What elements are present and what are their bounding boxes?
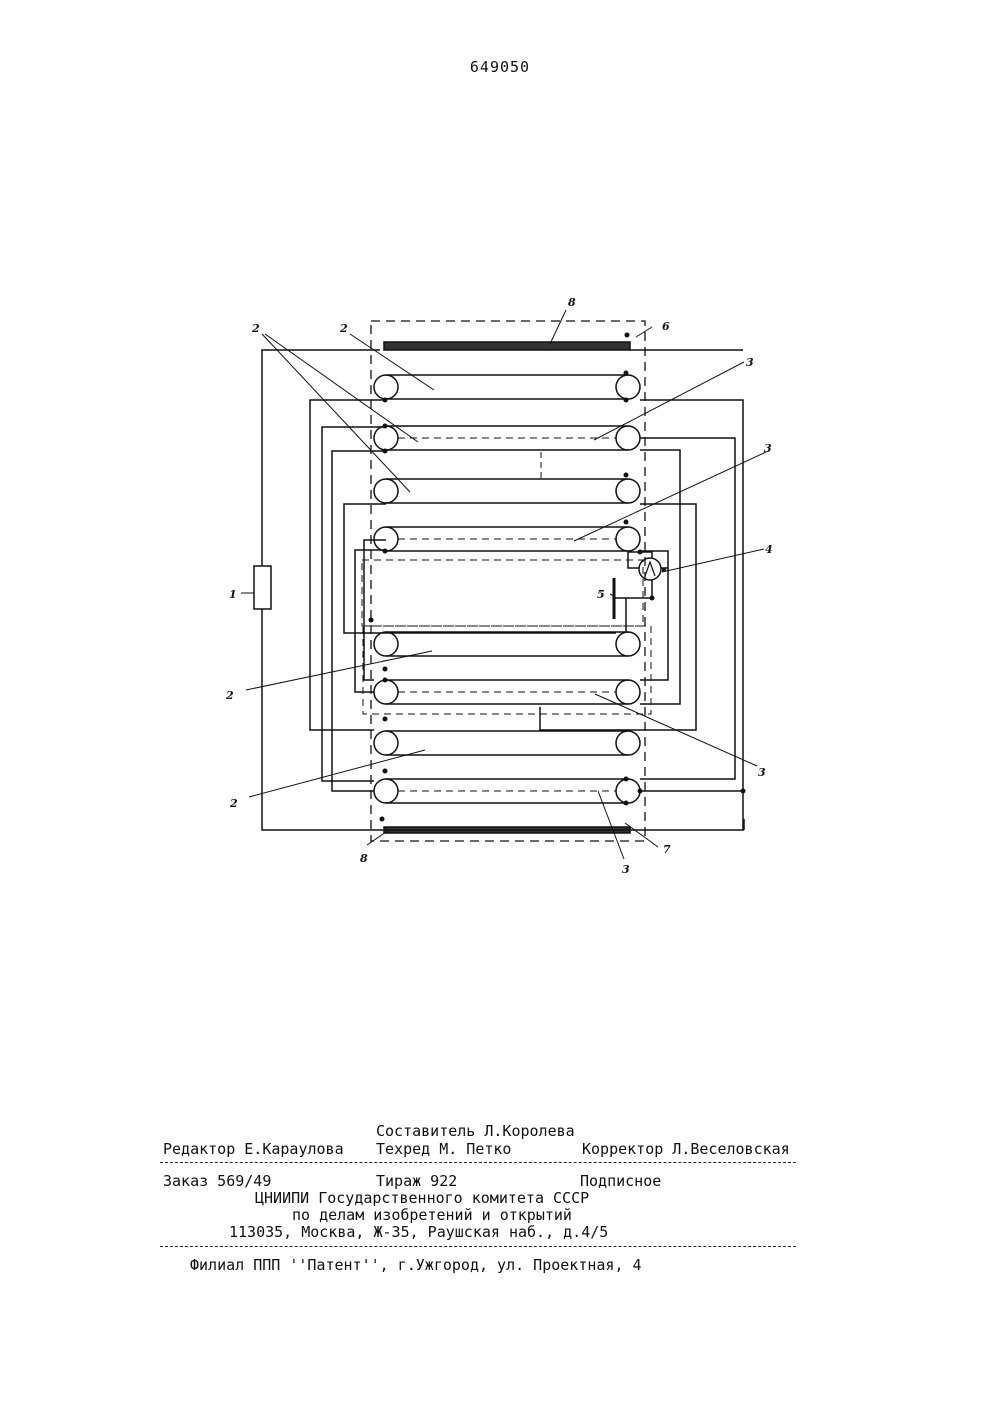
editor-line: Редактор Е.Караулова [163, 1140, 344, 1158]
wire-frame-1 [310, 400, 743, 830]
label-2d: 2 [229, 797, 238, 810]
label-8-top: 8 [568, 296, 576, 309]
label-3a: 3 [746, 356, 754, 369]
corrector-line: Корректор Л.Веселовская [582, 1140, 790, 1158]
branch-line: Филиал ППП ''Патент'', г.Ужгород, ул. Пр… [190, 1256, 642, 1274]
wire-frame-3 [332, 450, 680, 791]
wire-outer-loop [262, 350, 744, 830]
label-8-bottom: 8 [360, 852, 368, 865]
compiler-line: Составитель Л.Королева [376, 1122, 575, 1140]
circulation-line: Тираж 922 [376, 1172, 457, 1190]
org-line-2: по делам изобретений и открытий [292, 1206, 572, 1224]
wire-frame-6 [364, 540, 386, 680]
label-3d: 3 [622, 863, 630, 876]
label-1: 1 [229, 588, 237, 601]
label-5: 5 [597, 588, 605, 601]
techred-line: Техред М. Петко [376, 1140, 511, 1158]
circuit-diagram: 2 2 8 6 3 3 4 5 1 2 3 2 7 8 3 [0, 0, 1000, 900]
label-3b: 3 [764, 442, 772, 455]
label-6: 6 [662, 320, 670, 333]
order-line: Заказ 569/49 [163, 1172, 271, 1190]
wire-frame-5 [355, 550, 668, 692]
element-1 [254, 566, 271, 609]
org-line-1: ЦНИИПИ Государственного комитета СССР [255, 1189, 589, 1207]
label-4: 4 [765, 543, 773, 556]
label-2a: 2 [251, 322, 260, 335]
label-3c: 3 [758, 766, 766, 779]
plate-8-top [384, 342, 630, 350]
wire-meter [626, 552, 668, 632]
label-2b: 2 [339, 322, 348, 335]
enclosure-inner-bottom [363, 626, 651, 714]
divider-top [160, 1162, 796, 1163]
label-7: 7 [663, 843, 671, 856]
address-line: 113035, Москва, Ж-35, Раушская наб., д.4… [229, 1223, 608, 1241]
label-2c: 2 [225, 689, 234, 702]
divider-bottom [160, 1246, 796, 1247]
wire-frame-2 [322, 427, 735, 781]
subscription-line: Подписное [580, 1172, 661, 1190]
